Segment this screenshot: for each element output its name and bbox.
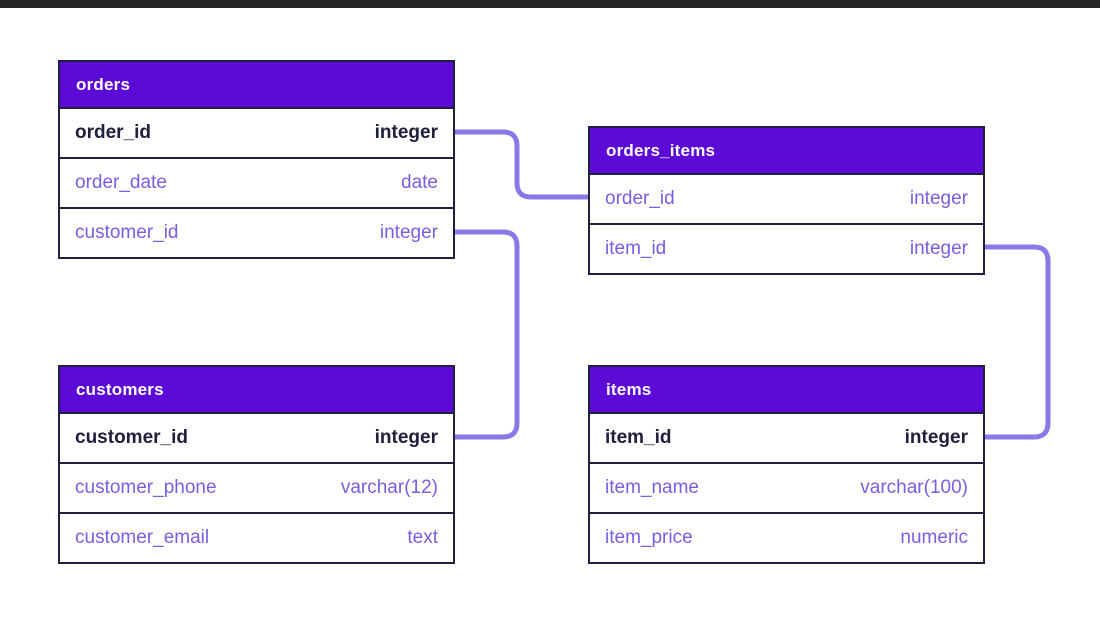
relation-orders-customers-connector	[455, 229, 520, 440]
field-name: order_id	[75, 122, 152, 143]
field-type: date	[401, 172, 438, 193]
field-type: integer	[374, 427, 438, 448]
field-name: customer_id	[75, 222, 179, 243]
table-node-customers[interactable]: customers customer_id integer customer_p…	[58, 365, 455, 564]
field-name: order_date	[75, 172, 167, 193]
table-row: order_date date	[60, 157, 453, 207]
field-type: integer	[909, 238, 968, 259]
table-customers-header[interactable]: customers	[60, 367, 453, 412]
table-row: item_id integer	[590, 412, 983, 462]
table-row: item_price numeric	[590, 512, 983, 562]
table-title: items	[606, 379, 652, 399]
table-row: customer_email text	[60, 512, 453, 562]
table-title: orders	[76, 74, 131, 94]
field-type: integer	[909, 188, 968, 209]
table-orders-header[interactable]: orders	[60, 62, 453, 107]
window-top-bar	[0, 0, 1100, 8]
table-row: customer_id integer	[60, 207, 453, 257]
field-name: customer_email	[75, 527, 210, 548]
table-title: orders_items	[606, 140, 716, 160]
table-row: order_id integer	[590, 173, 983, 223]
field-type: varchar(12)	[340, 477, 438, 498]
relation-orders-orders_items-connector	[455, 129, 588, 200]
table-node-items[interactable]: items item_id integer item_name varchar(…	[588, 365, 985, 564]
table-row: item_name varchar(100)	[590, 462, 983, 512]
table-items-header[interactable]: items	[590, 367, 983, 412]
field-name: item_id	[605, 238, 667, 259]
field-type: numeric	[900, 527, 968, 548]
field-name: item_price	[605, 527, 693, 548]
table-row: customer_id integer	[60, 412, 453, 462]
table-orders_items-header[interactable]: orders_items	[590, 128, 983, 173]
field-type: text	[407, 527, 438, 548]
field-name: item_name	[605, 477, 699, 498]
table-node-orders_items[interactable]: orders_items order_id integer item_id in…	[588, 126, 985, 275]
table-node-orders[interactable]: orders order_id integer order_date date …	[58, 60, 455, 259]
field-type: integer	[904, 427, 968, 448]
field-name: customer_phone	[75, 477, 217, 498]
relation-orders_items-items-connector	[985, 244, 1051, 440]
table-title: customers	[76, 379, 164, 399]
field-name: item_id	[605, 427, 672, 448]
field-type: varchar(100)	[860, 477, 968, 498]
table-row: order_id integer	[60, 107, 453, 157]
field-type: integer	[374, 122, 438, 143]
table-row: item_id integer	[590, 223, 983, 273]
field-name: customer_id	[75, 427, 188, 448]
table-row: customer_phone varchar(12)	[60, 462, 453, 512]
field-type: integer	[379, 222, 438, 243]
field-name: order_id	[605, 188, 675, 209]
